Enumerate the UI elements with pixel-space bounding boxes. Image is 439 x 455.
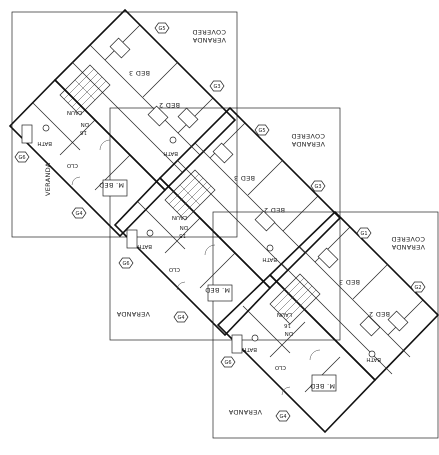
bed-icon: [387, 310, 409, 332]
room-label-mbed: M. BED: [205, 286, 230, 294]
room-label-mbed: M. BED: [310, 382, 335, 390]
tag-g1: G1: [356, 227, 372, 239]
tag-g2: G2: [410, 281, 426, 293]
stairs: [59, 64, 321, 325]
grid-tags: G5 G3 G6 G4 G5 G3 G6 G4: [14, 22, 426, 422]
veranda-label: VERANDA: [228, 408, 262, 416]
bath-tub-icon: [231, 334, 243, 354]
tag-g6: G6: [118, 257, 134, 269]
slab-outlines: [11, 11, 439, 439]
tag-g4: G4: [71, 207, 87, 219]
bath-tub-icon: [126, 229, 138, 249]
stair-middle: [164, 169, 216, 221]
tag-g6: G6: [14, 151, 30, 163]
room-label-bath: BATH: [137, 243, 152, 249]
stair-label-dn: DN: [81, 121, 89, 127]
bed-icon: [102, 179, 128, 197]
tag-g3: G3: [310, 180, 326, 192]
room-label-bath: BATH: [366, 356, 381, 362]
bath-tub-icon: [21, 124, 33, 144]
bed-icon: [207, 284, 233, 302]
covered-label: COVERED: [391, 235, 425, 243]
bed-icon: [254, 210, 276, 232]
toilet-icon: [169, 136, 177, 144]
slab-bottom: [212, 211, 439, 439]
room-label-bath: BATH: [262, 256, 277, 262]
stair-label-steps: 16: [284, 322, 291, 328]
room-label-laun: LAUN: [172, 214, 187, 220]
room-label-clo: CLO: [66, 162, 78, 168]
covered-label: COVERED: [192, 28, 226, 36]
svg-text:G3: G3: [214, 84, 221, 90]
svg-text:G4: G4: [76, 211, 83, 217]
stair-label-dn: DN: [285, 330, 293, 336]
unit-middle-lower-wing: [113, 176, 272, 337]
unit-lower-lower-wing: [216, 273, 377, 434]
svg-text:G1: G1: [361, 231, 368, 237]
svg-text:G5: G5: [159, 26, 166, 32]
room-label-bed2: BED 2: [159, 101, 180, 109]
toilet-icon: [368, 350, 376, 358]
room-labels: BED 3 BED 2 M. BED BATH BATH CLO LAUN DN…: [37, 28, 425, 416]
covered-veranda-label: VERANDA: [391, 243, 425, 251]
covered-veranda-label: VERANDA: [291, 140, 325, 148]
room-label-bed2: BED 2: [369, 310, 390, 318]
stair-label-steps: 16: [80, 129, 87, 135]
room-label-bath: BATH: [242, 346, 257, 352]
building-walls: [8, 8, 439, 434]
bed-icon: [212, 142, 234, 164]
room-label-bath: BATH: [163, 150, 178, 156]
room-label-clo: CLO: [168, 266, 180, 272]
stair-label-dn: DN: [180, 224, 188, 230]
tag-g3: G3: [209, 80, 225, 92]
room-label-laun: LAUN: [277, 311, 292, 317]
room-label-bath: BATH: [37, 140, 52, 146]
bed-icon: [317, 247, 339, 269]
room-label-clo: CLO: [274, 364, 286, 370]
room-label-bed3: BED 3: [234, 174, 255, 182]
room-label-bed3: BED 3: [339, 278, 360, 286]
svg-text:G5: G5: [259, 128, 266, 134]
covered-veranda-label: VERANDA: [192, 36, 226, 44]
furniture: [21, 37, 409, 392]
svg-text:G6: G6: [123, 261, 130, 267]
tag-g4: G4: [173, 311, 189, 323]
svg-text:G6: G6: [225, 360, 232, 366]
tag-g4: G4: [275, 410, 291, 422]
slab-middle: [109, 107, 341, 341]
bed-icon: [147, 105, 169, 127]
veranda-label: VERANDA: [44, 162, 52, 196]
tag-g5: G5: [154, 22, 170, 34]
tag-g6: G6: [220, 356, 236, 368]
bed-icon: [177, 107, 199, 129]
stair-label-steps: 15: [179, 232, 186, 238]
toilet-icon: [266, 244, 274, 252]
svg-text:G2: G2: [415, 285, 422, 291]
bed-icon: [109, 37, 131, 59]
stair-lower: [269, 273, 321, 325]
bed-icon: [359, 315, 381, 337]
covered-label: COVERED: [291, 132, 325, 140]
unit-upper-lower-wing: [8, 78, 167, 238]
toilet-icon: [42, 124, 50, 132]
svg-text:G3: G3: [315, 184, 322, 190]
room-label-bed3: BED 3: [129, 69, 150, 77]
toilet-icon: [146, 229, 154, 237]
room-label-laun: LAUN: [67, 109, 82, 115]
stair-upper: [59, 64, 111, 116]
bed-icon: [311, 374, 337, 392]
svg-text:G4: G4: [280, 414, 287, 420]
room-label-mbed: M. BED: [99, 181, 124, 189]
room-label-bed2: BED 2: [264, 206, 285, 214]
svg-text:G4: G4: [178, 315, 185, 321]
tag-g5: G5: [254, 124, 270, 136]
doors: [71, 139, 321, 396]
toilet-icon: [251, 334, 259, 342]
veranda-label: VERANDA: [116, 310, 150, 318]
svg-text:G6: G6: [19, 155, 26, 161]
